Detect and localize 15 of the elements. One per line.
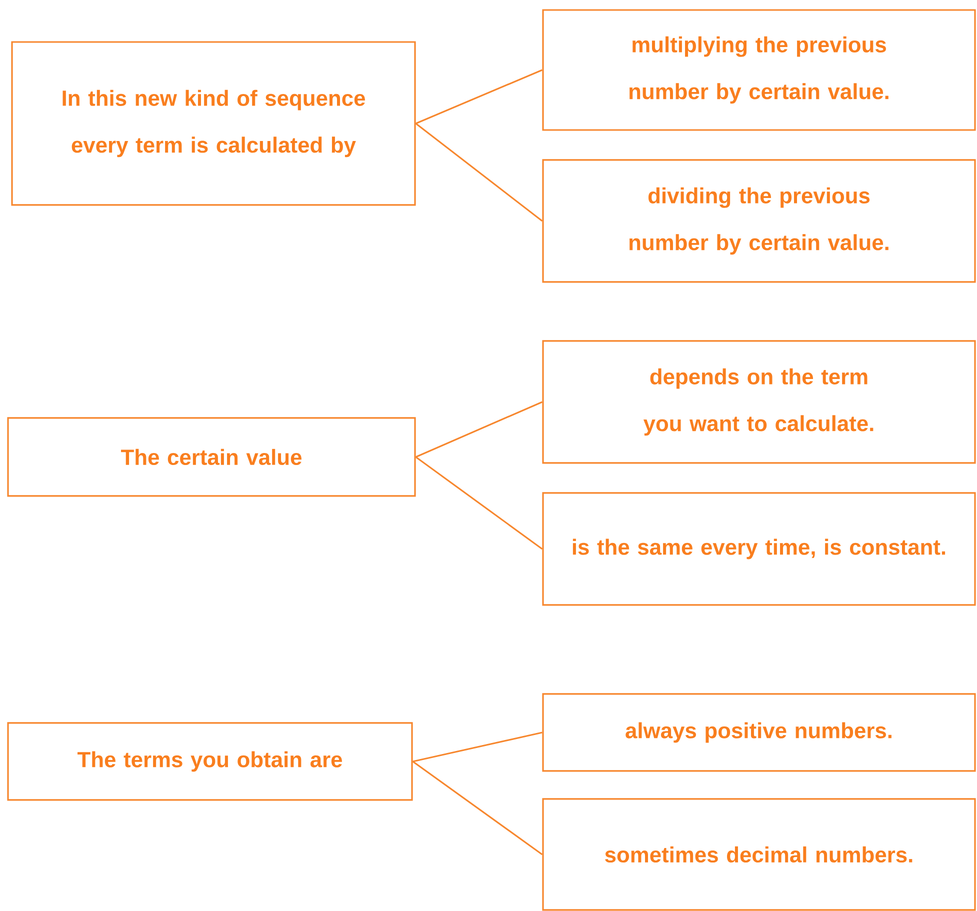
text-box: The terms you obtain are xyxy=(7,722,413,801)
text-box: depends on the term you want to calculate. xyxy=(542,340,976,464)
connector-line xyxy=(415,122,543,222)
connector-line xyxy=(415,456,543,550)
connector-line xyxy=(416,401,543,458)
text-box: always positive numbers. xyxy=(542,693,976,772)
text-box: The certain value xyxy=(7,417,416,497)
connector-line xyxy=(412,732,542,762)
text-box: In this new kind of sequence every term is calculated by xyxy=(11,41,416,206)
connector-line xyxy=(412,760,543,856)
text-box: sometimes decimal numbers. xyxy=(542,798,976,911)
connector-line xyxy=(416,69,543,124)
text-box: dividing the previous number by certain value. xyxy=(542,159,976,283)
text-box: multiplying the previous number by certain value. xyxy=(542,9,976,131)
text-box: is the same every time, is constant. xyxy=(542,492,976,606)
